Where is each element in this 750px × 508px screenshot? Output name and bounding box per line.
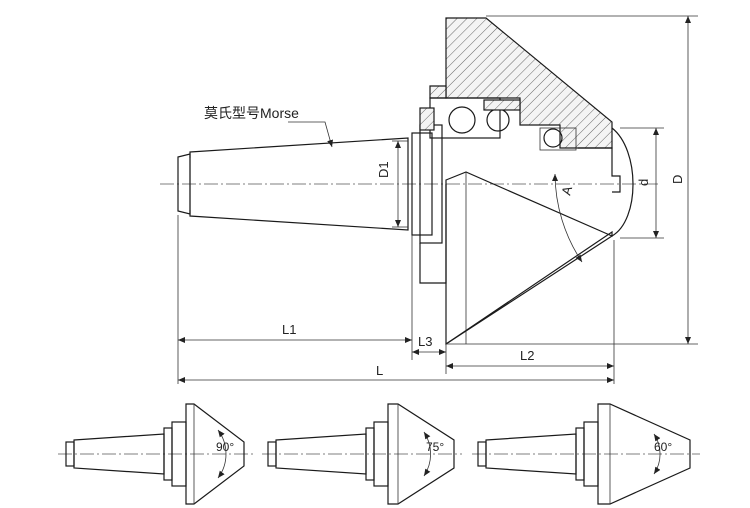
bearing-ball-2 <box>486 108 510 132</box>
angle-90-label: 90° <box>216 440 234 454</box>
nose-arc <box>611 127 634 237</box>
housing-lip <box>429 85 447 99</box>
d-label: d <box>636 179 651 186</box>
l-label: L <box>376 363 383 378</box>
angle-a-label: A <box>558 184 575 197</box>
l1-label: L1 <box>282 322 296 337</box>
seal-ring <box>419 107 435 131</box>
l2-label: L2 <box>520 348 534 363</box>
cone-slope <box>445 235 613 345</box>
d1-label: D1 <box>376 161 391 178</box>
housing-section <box>445 17 613 149</box>
angle-60-label: 60° <box>654 440 672 454</box>
variant-75: 75° <box>262 403 462 505</box>
D-label: D <box>670 175 685 184</box>
bearing-ball-3 <box>543 128 563 148</box>
bearing-ball-1 <box>448 106 476 134</box>
main-view: 莫氏型号Morse D1 A d D L1 L3 L2 L <box>160 15 698 384</box>
morse-leader <box>288 121 334 148</box>
variant-60: 60° <box>472 403 700 505</box>
variant-90: 90° <box>58 403 254 505</box>
angle-75-label: 75° <box>426 440 444 454</box>
l3-label: L3 <box>418 334 432 349</box>
cone <box>445 171 613 346</box>
thrust-bearing <box>539 127 577 151</box>
morse-label: 莫氏型号Morse <box>204 105 299 121</box>
flange <box>411 132 433 236</box>
bearing-race <box>483 99 521 111</box>
spindle-nose <box>578 147 621 193</box>
angle-a-arc <box>552 173 583 263</box>
